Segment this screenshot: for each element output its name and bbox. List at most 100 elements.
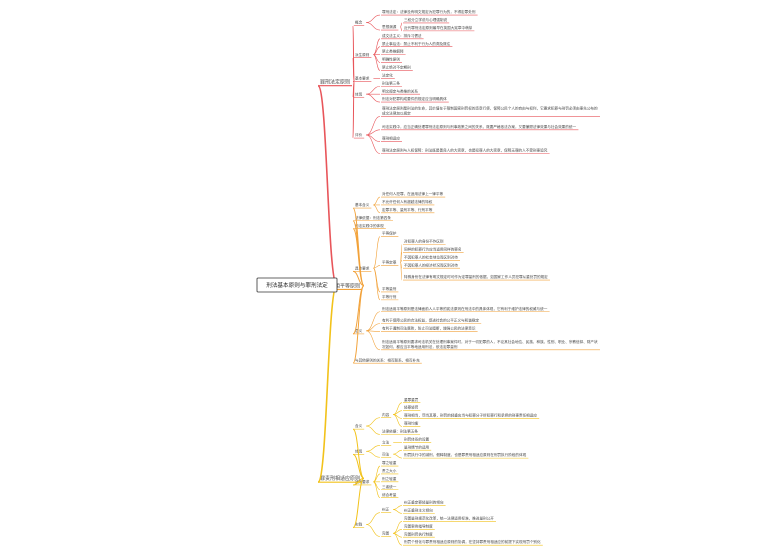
connector-line: [400, 22, 403, 28]
node-label: 刑法对犯罪构成要件的规定应当明确具体: [382, 96, 447, 101]
leaf-node[interactable]: 量刑情节的适用: [403, 444, 432, 451]
leaf-node[interactable]: 完善刑罚执行制度: [403, 531, 435, 538]
leaf-node[interactable]: 纠正重刑主义倾向: [403, 508, 435, 514]
leaf-node[interactable]: 成文法主义：排斥习惯法: [381, 33, 424, 40]
connector-line: [366, 311, 381, 332]
leaf-node[interactable]: 明确性原则: [381, 57, 402, 63]
topic-node[interactable]: 体现: [354, 449, 365, 455]
topic-node[interactable]: 意义: [354, 328, 365, 335]
root-node[interactable]: 刑法基本原则与罪刑法定: [256, 277, 338, 293]
leaf-node[interactable]: 司法实践中的体现: [354, 223, 386, 229]
leaf-node[interactable]: 有利于保障公民的合法权益，促进社会的公平正义与和谐稳定: [381, 318, 482, 324]
topic-node[interactable]: 基本要求: [354, 76, 372, 82]
node-label: 刑法适用平等原则是法律面前人人平等的宪法原则在刑法中的具体体现，它有利于维护法律…: [382, 306, 548, 311]
leaf-node[interactable]: 综合考量: [381, 492, 399, 498]
topic-node[interactable]: 完善: [381, 530, 392, 537]
topic-node[interactable]: 含义: [354, 423, 365, 430]
leaf-node[interactable]: 同样的犯罪行为应当适用同样的罪名: [403, 247, 464, 253]
leaf-node[interactable]: 三者统一: [381, 484, 399, 491]
topic-node[interactable]: 立法: [381, 439, 392, 446]
leaf-node[interactable]: 禁止事后法：禁止不利于行为人的溯及既往: [381, 41, 453, 48]
leaf-node[interactable]: 罪刑法定：法律没有明文规定为犯罪行为的，不得定罪处刑: [381, 9, 478, 16]
leaf-node[interactable]: 不允许任何人有超越法律的特权: [381, 199, 435, 206]
leaf-node[interactable]: 刑罚执行中的减刑、假释制度，也是罪责刑相适应原则在刑罚执行阶段的体现: [403, 452, 529, 459]
leaf-node[interactable]: 平等量刑: [381, 286, 399, 293]
leaf-node[interactable]: 法律依据：刑法第四条: [354, 215, 393, 222]
leaf-node[interactable]: 对任何人犯罪，在适用法律上一律平等: [381, 191, 446, 198]
leaf-node[interactable]: 不因犯罪人的经济状况而区别对待: [403, 262, 460, 269]
leaf-node[interactable]: 刑罚个别化与罪责刑相适应原则的协调，在坚持罪责刑相适应的前提下实现刑罚个别化: [403, 539, 543, 546]
node-label: 罪刑法定原则是刑法的生命，其价值在于限制国家刑罚权的恣意行使，保障公民个人的自由…: [382, 106, 598, 111]
leaf-node[interactable]: 刑法适用平等原则是法律面前人人平等的宪法原则在刑法中的具体体现，它有利于维护法律…: [381, 306, 550, 313]
leaf-node[interactable]: 刑之轻重: [381, 476, 399, 483]
node-label: 平等行刑: [382, 294, 397, 299]
connector-line: [352, 453, 365, 479]
node-label: 罪之轻重: [382, 460, 397, 465]
node-label: 与其他原则的关系：相互联系、相互补充: [355, 357, 420, 362]
leaf-node[interactable]: 对犯罪人的身份不作区别: [403, 239, 446, 245]
leaf-node[interactable]: 禁止类推解释: [381, 49, 406, 55]
leaf-node[interactable]: 完善案例指导制度: [403, 523, 435, 530]
leaf-node[interactable]: 法定化: [381, 72, 395, 79]
connector-line: [366, 451, 381, 458]
topic-node[interactable]: 派生原则: [354, 52, 372, 59]
leaf-node[interactable]: 特殊身份在法律有明文规定时可作为定罪量刑的依据，如国家工作人员犯罪从重处罚的规定: [403, 274, 550, 281]
leaf-node[interactable]: 完善量刑规范化改革，统一法律适用标准，推进量刑公开: [403, 516, 496, 522]
leaf-node[interactable]: 责之大小: [381, 468, 399, 475]
connector-line: [352, 428, 365, 479]
leaf-node[interactable]: 罪刑均衡: [403, 421, 421, 427]
topic-node[interactable]: 概念: [354, 20, 365, 26]
leaf-node[interactable]: 刑法适用平等原则要求司法机关在处理刑事案件时，对于一切犯罪的人，不论其社会地位、…: [381, 339, 600, 351]
leaf-node[interactable]: 刑法对犯罪构成要件的规定应当明确具体: [381, 96, 449, 103]
connector-line: [366, 445, 381, 452]
connector-line: [393, 509, 403, 514]
leaf-node[interactable]: 纠正重定罪轻量刑的倾向: [403, 500, 446, 506]
connector-line: [373, 267, 381, 301]
leaf-node[interactable]: 禁止绝对不定期刑: [381, 65, 413, 71]
leaf-node[interactable]: 不因犯罪人的社会地位而区别对待: [403, 254, 460, 261]
node-label: 完善量刑规范化改革，统一法律适用标准，推进量刑公开: [404, 516, 494, 521]
branch-node[interactable]: 罪责刑相适应原则: [319, 475, 362, 483]
topic-node[interactable]: 平等定罪: [381, 259, 399, 266]
leaf-node[interactable]: 罪之轻重: [381, 460, 399, 467]
node-label: 基本要求: [355, 76, 370, 81]
leaf-node[interactable]: 罪刑相当，罚当其罪，刑罚的轻重应当与犯罪分子所犯罪行和承担的刑事责任相适应: [403, 413, 540, 419]
node-label: 量刑情节的适用: [404, 444, 430, 449]
leaf-node[interactable]: 有利于遏制司法腐败，防止司法擅断，增强公民的法律意识: [381, 326, 478, 332]
topic-node[interactable]: 具体要求: [354, 265, 372, 272]
topic-node[interactable]: 纠正: [381, 507, 392, 513]
leaf-node[interactable]: 法律依据：刑法第五条: [381, 428, 420, 435]
topic-node[interactable]: 司法: [381, 451, 392, 458]
leaf-node[interactable]: 平等行刑: [381, 294, 399, 301]
leaf-node[interactable]: 平等保护: [381, 231, 399, 237]
topic-node[interactable]: 思想渊源: [381, 24, 399, 31]
connector-line: [366, 129, 381, 136]
node-label: 明文规定与类推的关系: [382, 88, 418, 93]
leaf-node[interactable]: 轻罪轻罚: [403, 405, 421, 411]
node-label: 三者统一: [382, 484, 397, 489]
leaf-node[interactable]: 罪刑法定原则与人权保障：刑法既是善良人的大宪章，也是犯罪人的大宪章，保障无罪的人…: [381, 148, 550, 154]
leaf-node[interactable]: 司法实践中，应当正确处理罪刑法定原则与刑事政策之间的关系，既要严格依法办案，又要…: [381, 124, 579, 131]
node-label: 司法实践中，应当正确处理罪刑法定原则与刑事政策之间的关系，既要严格依法办案，又要…: [382, 124, 576, 129]
connector-line: [352, 57, 355, 83]
leaf-node[interactable]: 重罪重罚: [403, 397, 421, 404]
connector-line: [352, 270, 365, 287]
topic-node[interactable]: 基本含义: [354, 202, 372, 209]
leaf-node[interactable]: 罪刑法定原则是刑法的生命，其价值在于限制国家刑罚权的恣意行使，保障公民个人的自由…: [381, 106, 600, 117]
topic-node[interactable]: 内容: [381, 412, 392, 419]
branch-node[interactable]: 罪刑法定原则: [319, 79, 352, 87]
topic-node[interactable]: 实践: [354, 522, 365, 528]
leaf-node[interactable]: 三权分立学说与心理强制说: [403, 17, 450, 24]
topic-node[interactable]: 体现: [354, 91, 365, 98]
leaf-node[interactable]: 刑法第三条: [381, 80, 402, 87]
leaf-node[interactable]: 定罪平等、量刑平等、行刑平等: [381, 207, 435, 214]
leaf-node[interactable]: 罪刑相适应: [381, 136, 402, 142]
node-label: 对任何人犯罪，在适用法律上一律平等: [382, 191, 443, 196]
leaf-node[interactable]: 明文规定与类推的关系: [381, 88, 420, 95]
node-label: 有利于保障公民的合法权益，促进社会的公平正义与和谐稳定: [382, 318, 479, 323]
leaf-node[interactable]: 与其他原则的关系：相互联系、相互补充: [354, 357, 422, 364]
leaf-node[interactable]: 刑罚体系的设置: [403, 436, 432, 443]
leaf-node[interactable]: 近代罪刑法定原则最早在英国大宪章中萌芽: [403, 25, 475, 32]
topic-node[interactable]: 评价: [354, 132, 365, 139]
connector-line: [366, 85, 381, 95]
